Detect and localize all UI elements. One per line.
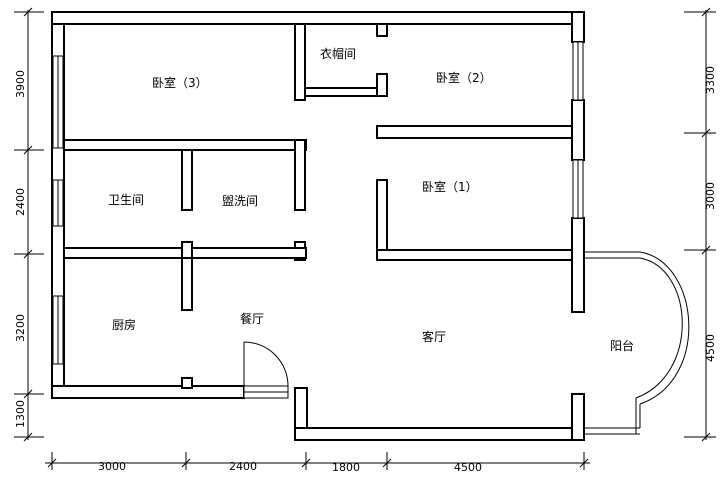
label-dining: 餐厅 <box>240 311 264 326</box>
balcony-outline <box>584 251 690 435</box>
dim-right-2: 3000 <box>704 182 717 210</box>
dim-left-1: 3900 <box>14 70 27 98</box>
interior-walls <box>63 23 573 399</box>
dim-bottom-1: 3000 <box>98 460 126 473</box>
dim-bottom-4: 4500 <box>454 461 482 474</box>
outer-walls <box>51 11 585 441</box>
dim-left-2: 2400 <box>14 188 27 216</box>
room-labels: 卧室（3） 衣帽间 卧室（2） 卫生间 盥洗间 卧室（1） 厨房 餐厅 客厅 阳… <box>108 46 634 353</box>
label-bedroom-1: 卧室（1） <box>422 179 478 194</box>
label-living: 客厅 <box>422 329 446 344</box>
windows <box>52 41 584 365</box>
dim-right-3: 4500 <box>704 334 717 362</box>
label-closet: 衣帽间 <box>320 46 356 61</box>
label-bedroom-3: 卧室（3） <box>152 75 208 90</box>
entrance-door <box>243 341 289 387</box>
dim-bottom-3: 1800 <box>332 461 360 474</box>
dimension-left: 3900 2400 3200 1300 <box>14 7 44 442</box>
label-washroom: 盥洗间 <box>222 194 258 208</box>
label-kitchen: 厨房 <box>112 317 136 332</box>
dim-left-3: 3200 <box>14 314 27 342</box>
label-bedroom-2: 卧室（2） <box>436 70 492 85</box>
dimension-right: 3300 3000 4500 <box>684 7 717 442</box>
dim-right-1: 3300 <box>704 66 717 94</box>
dim-left-4: 1300 <box>14 400 27 428</box>
label-balcony: 阳台 <box>610 338 634 353</box>
dim-bottom-2: 2400 <box>229 460 257 473</box>
label-bathroom: 卫生间 <box>108 193 144 207</box>
dimension-bottom: 3000 2400 1800 4500 <box>45 452 590 474</box>
